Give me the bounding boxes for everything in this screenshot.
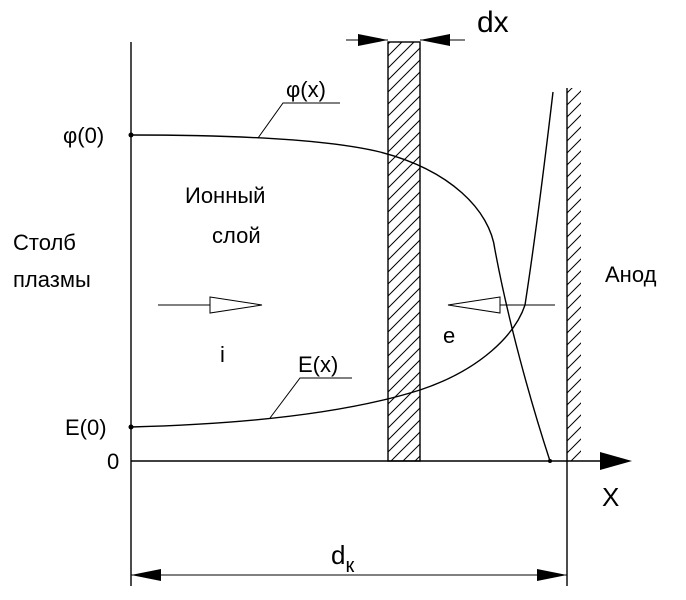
anode-hatching	[567, 88, 581, 461]
electron-current-label: e	[443, 323, 455, 348]
x-axis-arrowhead	[600, 452, 632, 470]
phi0-point	[128, 132, 134, 138]
e0-label: E(0)	[65, 415, 107, 440]
dk-arrow-right	[537, 569, 567, 581]
plasma-label-line1: Столб	[13, 230, 76, 255]
dx-arrow-right	[420, 34, 450, 46]
dx-arrow-left	[358, 34, 388, 46]
phi-curve	[130, 134, 551, 462]
dk-arrow-left	[131, 569, 161, 581]
ex-leader	[269, 377, 352, 419]
ion-layer-label-line2: слой	[212, 223, 261, 248]
dx-label: dx	[477, 6, 509, 39]
dk-label: dк	[331, 540, 354, 577]
ion-current-label: i	[220, 342, 225, 367]
plasma-label-line2: плазмы	[13, 267, 91, 292]
x-axis-label: X	[602, 482, 619, 512]
ex-label: E(x)	[298, 352, 338, 377]
ion-layer-label-line1: Ионный	[185, 183, 265, 208]
ion-flow-arrowhead	[209, 296, 263, 314]
e-field-curve	[130, 91, 554, 428]
phix-label: φ(x)	[286, 77, 326, 102]
phix-leader	[257, 102, 340, 139]
e0-point	[128, 424, 134, 430]
electron-flow-arrowhead	[447, 296, 501, 314]
dk-subscript-text: к	[345, 555, 354, 577]
phi0-label: φ(0)	[63, 123, 104, 148]
hatched-layer-dx	[387, 41, 421, 462]
dk-main-text: d	[331, 540, 345, 570]
zero-label: 0	[107, 449, 119, 474]
curve-end-point	[548, 459, 552, 463]
anode-label: Анод	[605, 262, 657, 287]
